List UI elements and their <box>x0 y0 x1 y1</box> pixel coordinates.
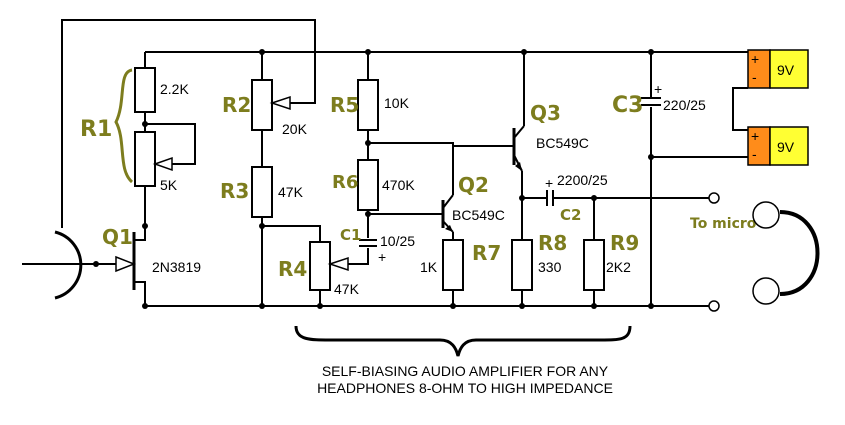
battery-top-label: 9V <box>777 62 795 78</box>
jfet-q1 <box>115 232 146 290</box>
c3-handwritten-label: C3 <box>612 93 643 118</box>
q1-handwritten-label: Q1 <box>102 225 133 249</box>
q2-handwritten-label: Q2 <box>458 173 489 197</box>
r1-brace <box>114 68 134 184</box>
r1-pot-value: 5K <box>160 177 178 193</box>
output-terminals <box>708 192 720 312</box>
c3-value: 220/25 <box>663 97 706 113</box>
c1-polarity: + <box>378 249 386 265</box>
r5-value: 10K <box>384 95 410 111</box>
r6-handwritten-label: R6 <box>332 172 358 193</box>
capacitor-c1 <box>359 239 377 247</box>
r6-value: 470K <box>382 177 415 193</box>
r4-value: 47K <box>334 281 360 297</box>
headphones-icon <box>752 201 820 305</box>
resistor-r9 <box>583 239 605 291</box>
transistor-q3 <box>453 125 525 172</box>
r7-value: 1K <box>420 259 438 275</box>
battery-bottom <box>747 126 809 166</box>
r1-handwritten-label: R1 <box>80 117 112 142</box>
r9-value: 2K2 <box>606 259 631 275</box>
r1-fixed-value: 2.2K <box>160 81 189 97</box>
battery-top-minus: - <box>752 69 757 85</box>
wiring <box>22 19 748 307</box>
r3-value: 47K <box>278 184 304 200</box>
microphone-icon <box>54 230 83 300</box>
q3-type: BC549C <box>536 135 589 151</box>
r5-handwritten-label: R5 <box>330 93 359 117</box>
battery-bottom-label: 9V <box>777 139 795 155</box>
transistor-q2 <box>441 194 454 233</box>
q3-handwritten-label: Q3 <box>530 101 561 125</box>
capacitor-c2 <box>546 190 554 206</box>
caption-line2: HEADPHONES 8-OHM TO HIGH IMPEDANCE <box>317 380 613 396</box>
r9-handwritten-label: R9 <box>610 231 639 255</box>
potentiometer-r2 <box>251 79 291 131</box>
r7-handwritten-label: R7 <box>472 241 501 265</box>
resistor-r5 <box>357 79 379 131</box>
battery-bottom-minus: - <box>752 146 757 162</box>
potentiometer-r1 <box>134 131 173 187</box>
c3-polarity: + <box>654 81 662 97</box>
resistor-r1-fixed <box>134 67 156 113</box>
to-micro-handwritten-label: To micro <box>690 216 757 232</box>
caption-bracket <box>294 325 632 357</box>
r3-handwritten-label: R3 <box>220 179 249 203</box>
resistor-r7 <box>442 239 464 291</box>
battery-bottom-plus: + <box>751 128 759 144</box>
resistor-r6 <box>357 159 379 211</box>
capacitor-c3 <box>641 97 661 106</box>
r2-value: 20K <box>282 121 308 137</box>
c2-handwritten-label: C2 <box>560 206 581 224</box>
battery-top <box>747 49 809 89</box>
c1-value: 10/25 <box>380 233 415 249</box>
junction-dots <box>93 49 654 309</box>
q1-type: 2N3819 <box>152 259 201 275</box>
c2-polarity: + <box>545 175 553 191</box>
caption-line1: SELF-BIASING AUDIO AMPLIFIER FOR ANY <box>322 363 609 379</box>
c2-value: 2200/25 <box>557 172 608 188</box>
potentiometer-r4 <box>309 241 349 291</box>
r8-handwritten-label: R8 <box>538 231 567 255</box>
r4-handwritten-label: R4 <box>278 257 307 281</box>
battery-top-plus: + <box>751 51 759 67</box>
c1-handwritten-label: C1 <box>340 226 361 244</box>
resistor-r3 <box>251 166 273 218</box>
r8-value: 330 <box>538 259 562 275</box>
q2-type: BC549C <box>452 207 505 223</box>
resistor-r8 <box>511 239 533 291</box>
r2-handwritten-label: R2 <box>222 93 251 117</box>
